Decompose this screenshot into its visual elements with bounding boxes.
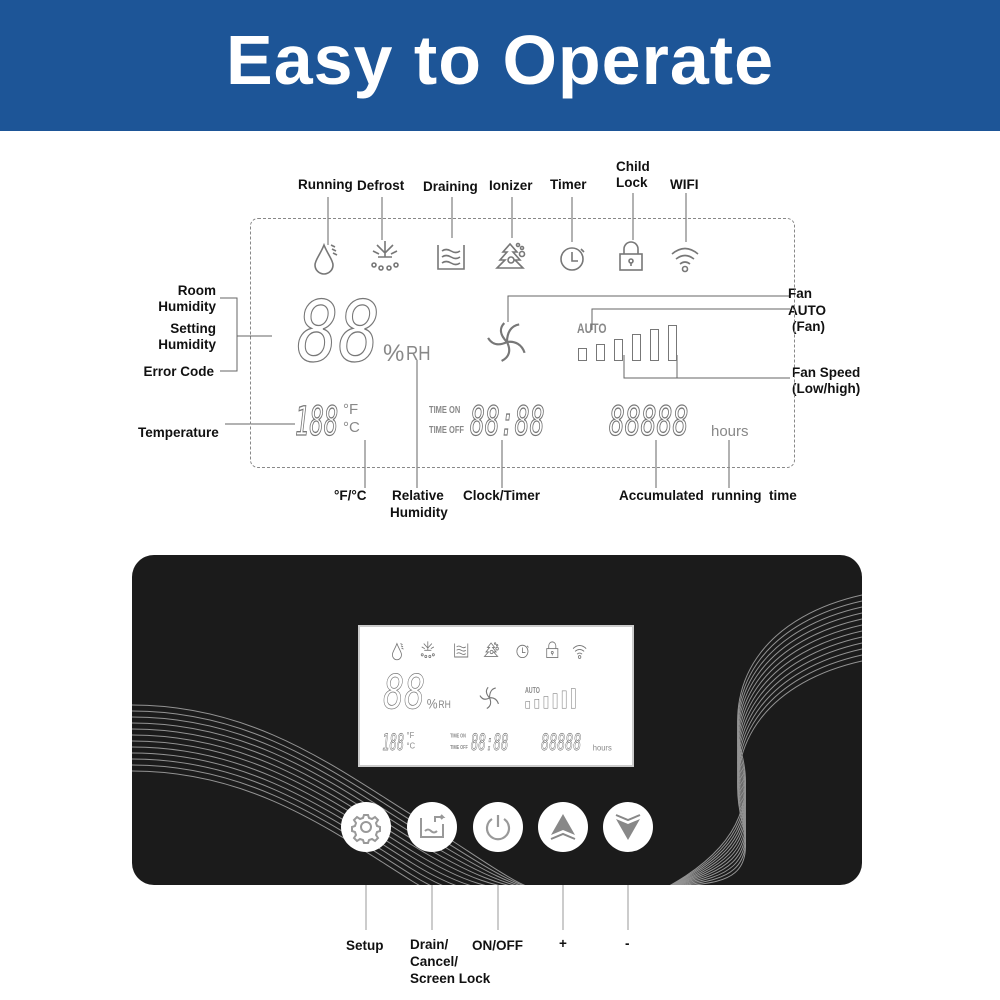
label-fan-speed-range: (Low/high) bbox=[792, 381, 861, 396]
label-child: Child bbox=[616, 159, 650, 174]
hours-digits: 88888 bbox=[609, 398, 689, 445]
down-arrow-icon bbox=[615, 814, 641, 840]
label-minus: - bbox=[625, 936, 630, 951]
fan-speed-bar-3 bbox=[614, 339, 623, 361]
auto-indicator: AUTO bbox=[577, 320, 607, 336]
timer-icon bbox=[514, 641, 531, 660]
fan-icon bbox=[478, 685, 501, 711]
label-temperature: Temperature bbox=[138, 425, 219, 440]
drain-icon bbox=[420, 814, 446, 838]
label-running: Running bbox=[298, 177, 353, 192]
defrost-icon bbox=[419, 640, 436, 659]
humidity-percent: % bbox=[383, 340, 405, 367]
gear-icon bbox=[351, 814, 381, 844]
fan-speed-bar-5 bbox=[561, 690, 567, 709]
mini-lcd-screen: 88 % RH AUTO 188 °F °C TIME ON TIME OFF … bbox=[358, 625, 634, 767]
fahrenheit-unit: °F bbox=[343, 401, 359, 418]
running-drop-icon bbox=[389, 641, 406, 661]
power-icon bbox=[485, 815, 511, 841]
mini-lcd-content: 88 % RH AUTO 188 °F °C TIME ON TIME OFF … bbox=[360, 629, 632, 765]
label-ionizer: Ionizer bbox=[489, 178, 533, 193]
fan-icon bbox=[484, 319, 530, 365]
wifi-icon bbox=[668, 241, 702, 275]
lcd-content: 88 % RH AUTO 188 °F °C TIME ON TIME OFF … bbox=[251, 219, 796, 469]
child-lock-icon bbox=[614, 239, 648, 273]
time-off-label: TIME OFF bbox=[450, 744, 468, 751]
label-accumulated-time: Accumulated running time bbox=[619, 488, 797, 503]
label-f-c: °F/°C bbox=[334, 488, 367, 503]
hours-unit: hours bbox=[592, 743, 612, 753]
fahrenheit-unit: °F bbox=[406, 730, 415, 741]
time-off-label: TIME OFF bbox=[429, 425, 465, 436]
humidity-rh: RH bbox=[406, 343, 431, 365]
label-screen-lock: Screen Lock bbox=[410, 971, 491, 986]
label-draining: Draining bbox=[423, 179, 478, 194]
label-setting-humidity: Humidity bbox=[158, 337, 216, 352]
label-fan-speed: Fan Speed bbox=[792, 365, 861, 380]
clock-digits: 88:88 bbox=[470, 729, 509, 756]
label-on-off: ON/OFF bbox=[472, 938, 523, 953]
temperature-digits: 188 bbox=[382, 729, 405, 756]
label-clock-timer: Clock/Timer bbox=[463, 488, 541, 503]
fan-speed-bar-6 bbox=[668, 325, 677, 361]
lcd-diagram: 88 % RH AUTO 188 °F °C TIME ON TIME OFF … bbox=[250, 218, 795, 468]
power-button[interactable] bbox=[473, 802, 523, 852]
celsius-unit: °C bbox=[406, 741, 416, 751]
fan-speed-bar-5 bbox=[650, 329, 659, 361]
label-setup: Setup bbox=[346, 938, 384, 953]
hours-unit: hours bbox=[711, 423, 749, 440]
fan-speed-bar-4 bbox=[632, 334, 641, 361]
label-timer: Timer bbox=[550, 177, 587, 192]
label-room: Room bbox=[177, 283, 216, 298]
label-auto: AUTO bbox=[788, 303, 827, 318]
setup-button[interactable] bbox=[341, 802, 391, 852]
label-defrost: Defrost bbox=[357, 178, 405, 193]
temperature-digits: 188 bbox=[295, 398, 339, 445]
label-wifi: WIFI bbox=[670, 177, 699, 192]
header-banner bbox=[0, 0, 1000, 131]
fan-speed-bar-6 bbox=[571, 688, 576, 709]
ionizer-icon bbox=[483, 640, 500, 659]
label-plus: + bbox=[559, 936, 567, 951]
humidity-digits: 88 bbox=[296, 282, 380, 381]
draining-icon bbox=[434, 239, 468, 273]
label-room-humidity: Humidity bbox=[158, 299, 216, 314]
fan-speed-bar-2 bbox=[534, 699, 540, 709]
humidity-percent: % bbox=[426, 696, 438, 712]
time-on-label: TIME ON bbox=[429, 405, 461, 416]
draining-icon bbox=[453, 640, 470, 659]
up-arrow-icon bbox=[550, 814, 576, 840]
page-title: Easy to Operate bbox=[226, 21, 774, 99]
label-drain: Drain/ bbox=[410, 937, 449, 952]
drain-button[interactable] bbox=[407, 802, 457, 852]
fan-speed-bar-3 bbox=[543, 696, 549, 709]
ionizer-icon bbox=[494, 239, 528, 273]
timer-icon bbox=[556, 241, 590, 275]
clock-digits: 88:88 bbox=[470, 398, 545, 445]
auto-indicator: AUTO bbox=[524, 685, 540, 695]
fan-speed-bar-2 bbox=[596, 344, 605, 361]
label-setting: Setting bbox=[170, 321, 216, 336]
humidity-digits: 88 bbox=[383, 664, 426, 720]
fan-speed-bar-4 bbox=[552, 693, 558, 709]
label-cancel: Cancel/ bbox=[410, 954, 459, 969]
wifi-icon bbox=[571, 641, 588, 660]
humidity-rh: RH bbox=[438, 698, 451, 711]
fan-speed-bar-1 bbox=[525, 701, 531, 709]
up-button[interactable] bbox=[538, 802, 588, 852]
fan-speed-bar-1 bbox=[578, 348, 587, 361]
child-lock-icon bbox=[544, 640, 561, 659]
hours-digits: 88888 bbox=[541, 729, 582, 756]
decorative-wave-lines bbox=[132, 594, 862, 885]
label-relative-humidity: Humidity bbox=[390, 505, 448, 520]
time-on-label: TIME ON bbox=[450, 733, 466, 740]
label-relative: Relative bbox=[392, 488, 444, 503]
celsius-unit: °C bbox=[343, 419, 360, 436]
label-error-code: Error Code bbox=[143, 364, 214, 379]
running-drop-icon bbox=[309, 241, 343, 275]
down-button[interactable] bbox=[603, 802, 653, 852]
defrost-icon bbox=[368, 239, 402, 273]
label-auto-fan: (Fan) bbox=[792, 319, 825, 334]
label-lock: Lock bbox=[616, 175, 648, 190]
